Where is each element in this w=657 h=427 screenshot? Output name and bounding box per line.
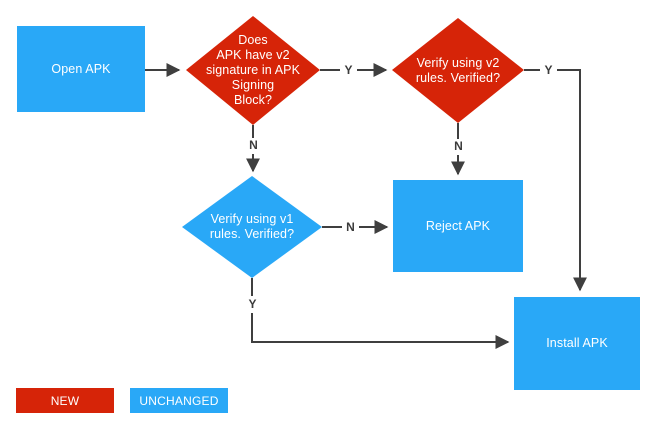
edge-label-verifyv1-yes: Y [248,297,257,311]
edge-label-verifyv2-yes: Y [544,63,553,77]
node-verify-v1[interactable] [182,176,322,278]
edge-verifyv1-yes-b [251,313,510,349]
edge-verifyv2-yes-b [557,69,587,292]
edge-label-hasv2-no: N [249,138,258,152]
edge-label-hasv2-yes: Y [344,63,353,77]
edge-label-verifyv1-no: N [346,220,355,234]
node-has-v2[interactable] [186,16,320,125]
node-open-apk[interactable] [17,26,145,112]
legend-unchanged: UNCHANGED [130,388,228,413]
node-verify-v2[interactable] [392,18,524,123]
node-install-apk[interactable] [514,297,640,390]
legend-new: NEW [16,388,114,413]
node-reject-apk[interactable] [393,180,523,272]
edge-label-verifyv2-no: N [454,139,463,153]
